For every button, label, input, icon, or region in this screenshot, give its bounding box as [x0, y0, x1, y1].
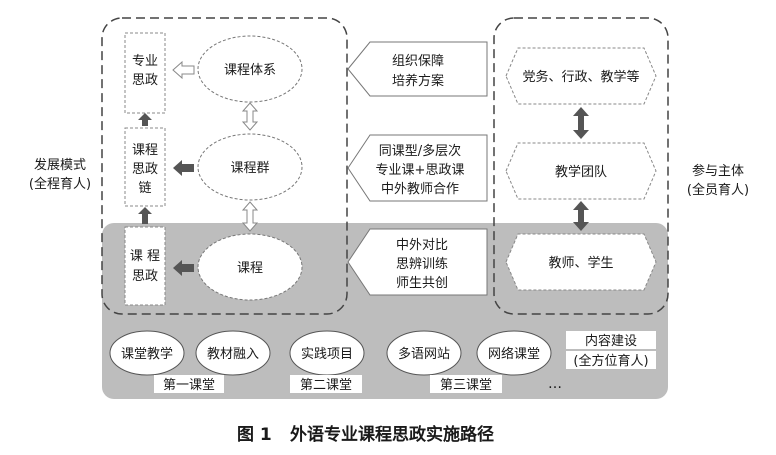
left-box-2-line2: 思政	[132, 162, 158, 177]
solid-double-arrow-right-top	[573, 107, 589, 139]
middle-arrow-top-line2: 培养方案	[392, 73, 444, 89]
solid-left-arrow-middle	[173, 160, 194, 176]
content-construction-label: 内容建设 (全方位育人)	[566, 331, 656, 369]
right-side-label-line1: 参与主体	[692, 163, 744, 179]
ellipse-course-system-label: 课程体系	[224, 63, 276, 78]
bottom-item-classroom-teaching-label: 课堂教学	[121, 346, 173, 362]
content-construction-line1: 内容建设	[585, 333, 637, 349]
solid-left-arrow-bottom	[173, 260, 194, 276]
ellipse-course-group-label: 课程群	[230, 161, 269, 176]
bottom-item-textbook: 教材融入	[195, 330, 271, 376]
figure-caption-title: 外语专业课程思政实施路径	[290, 424, 494, 445]
left-side-label-line2: (全程育人)	[29, 176, 91, 192]
middle-arrow-middle-line3: 中外教师合作	[381, 181, 459, 197]
middle-arrow-bottom-line2: 思辨训练	[396, 257, 448, 272]
left-box-1-line2: 思政	[132, 73, 158, 88]
hexagon-admin: 党务、行政、教学等	[505, 47, 657, 105]
hexagon-teaching-team: 教学团队	[505, 142, 657, 200]
left-box-1: 专业 思政	[124, 32, 166, 114]
hollow-double-arrow-top	[241, 102, 259, 131]
middle-arrow-middle: 同课型/多层次 专业课+思政课 中外教师合作	[347, 134, 488, 202]
classroom-label-3-text: 第三课堂	[440, 378, 492, 393]
left-box-3-line1: 课 程	[130, 249, 160, 264]
hexagon-teaching-team-label: 教学团队	[555, 164, 607, 180]
right-side-label-line2: (全员育人)	[687, 182, 749, 198]
bottom-item-classroom-teaching: 课堂教学	[109, 330, 185, 376]
solid-double-arrow-right-bottom	[573, 201, 589, 231]
more-items-ellipsis: …	[548, 376, 562, 392]
bottom-item-online-class-label: 网络课堂	[488, 346, 540, 362]
left-box-2-line3: 链	[138, 181, 151, 196]
left-side-label-line1: 发展模式	[34, 157, 86, 173]
classroom-label-1: 第一课堂	[154, 375, 224, 393]
up-arrow-box2-to-box1	[138, 113, 152, 126]
classroom-label-3: 第三课堂	[430, 375, 502, 393]
ellipse-course-label: 课程	[237, 261, 263, 276]
hollow-double-arrow-bottom	[241, 201, 259, 232]
classroom-label-2-text: 第二课堂	[300, 378, 352, 393]
bottom-item-practice: 实践项目	[289, 330, 365, 376]
left-box-3: 课 程 思政	[124, 226, 166, 306]
hexagon-teacher-student-label: 教师、学生	[548, 255, 613, 271]
middle-arrow-top-line1: 组织保障	[392, 54, 444, 69]
content-construction-line2: (全方位育人)	[573, 353, 648, 369]
left-side-label: 发展模式 (全程育人)	[29, 157, 91, 192]
ellipse-course-group: 课程群	[197, 133, 303, 201]
middle-arrow-bottom: 中外对比 思辨训练 师生共创	[347, 228, 488, 296]
bottom-item-practice-label: 实践项目	[301, 347, 353, 362]
ellipse-course: 课程	[197, 233, 303, 301]
ellipse-course-system: 课程体系	[197, 35, 303, 103]
middle-arrow-middle-line1: 同课型/多层次	[379, 143, 461, 159]
bottom-item-multilingual-site: 多语网站	[386, 330, 462, 376]
bottom-item-multilingual-site-label: 多语网站	[398, 346, 450, 362]
bottom-item-online-class: 网络课堂	[476, 330, 552, 376]
right-dashed-frame	[493, 17, 669, 315]
hexagon-teacher-student: 教师、学生	[505, 233, 657, 291]
hexagon-admin-label: 党务、行政、教学等	[522, 69, 639, 85]
left-box-1-line1: 专业	[132, 54, 158, 69]
bottom-item-textbook-label: 教材融入	[207, 346, 259, 362]
classroom-label-1-text: 第一课堂	[163, 378, 215, 393]
hollow-left-arrow-top	[172, 60, 195, 80]
up-arrow-box3-to-box2	[138, 207, 152, 224]
left-dashed-frame	[101, 17, 348, 315]
middle-arrow-top: 组织保障 培养方案	[347, 41, 488, 97]
left-box-2: 课程 思政 链	[124, 127, 166, 207]
left-box-2-line1: 课程	[132, 143, 158, 158]
middle-arrow-bottom-line3: 师生共创	[396, 276, 448, 291]
classroom-label-2: 第二课堂	[290, 375, 362, 393]
middle-arrow-middle-line2: 专业课+思政课	[376, 163, 465, 178]
figure-caption-number: 图 1	[237, 425, 272, 445]
figure-caption: 图 1 外语专业课程思政实施路径	[237, 424, 494, 445]
middle-arrow-bottom-line1: 中外对比	[396, 238, 448, 253]
right-side-label: 参与主体 (全员育人)	[687, 163, 749, 198]
left-box-3-line2: 思政	[132, 269, 158, 284]
